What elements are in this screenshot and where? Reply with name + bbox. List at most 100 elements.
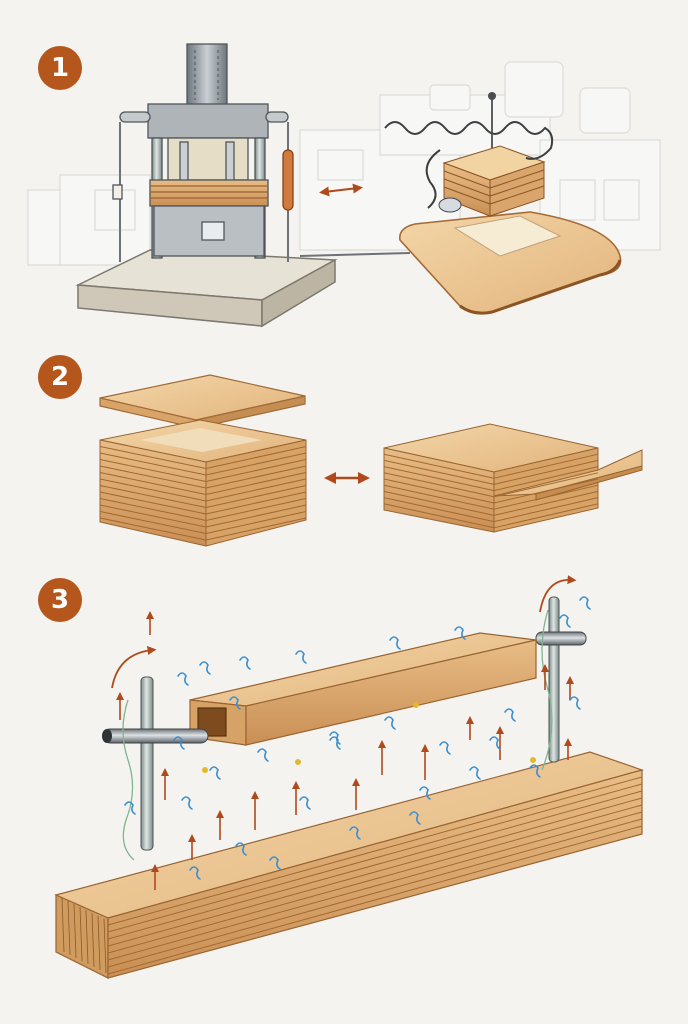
water-droplet bbox=[504, 708, 516, 722]
water-droplet bbox=[173, 736, 185, 750]
base-block-end-grain bbox=[61, 897, 107, 974]
veneer-layer-line bbox=[205, 491, 307, 515]
water-droplet bbox=[189, 866, 201, 880]
base-layer-line bbox=[107, 797, 643, 947]
end-grain-line bbox=[61, 897, 65, 953]
water-droplet bbox=[177, 672, 189, 686]
veneer-layer-line bbox=[493, 459, 599, 485]
base-block-layer-lines bbox=[107, 776, 643, 975]
veneer-layer-line bbox=[383, 466, 495, 492]
moisture-trail-right bbox=[541, 609, 553, 771]
veneer-layer-line bbox=[99, 491, 207, 515]
veneer-layer-line bbox=[99, 504, 207, 528]
floating-beam bbox=[189, 632, 537, 746]
end-grain-line bbox=[79, 906, 83, 962]
veneer-layer-line bbox=[99, 498, 207, 521]
panel-1-veneer-stack bbox=[442, 145, 546, 217]
veneer-layer-line bbox=[493, 478, 599, 504]
veneer-layer-line bbox=[205, 517, 307, 541]
water-droplet bbox=[329, 731, 341, 745]
veneer-layer-line bbox=[493, 484, 599, 510]
base-layer-line bbox=[107, 776, 643, 926]
water-droplet bbox=[209, 766, 221, 780]
veneer-layer-line bbox=[205, 459, 307, 482]
veneer-stack-left-lines bbox=[99, 446, 307, 541]
rod-right-horizontal bbox=[535, 631, 587, 646]
veneer-layer-line bbox=[383, 490, 495, 516]
water-droplet bbox=[579, 596, 591, 610]
panel-1-cable bbox=[384, 121, 554, 209]
veneer-layer-line bbox=[493, 466, 599, 492]
water-droplet bbox=[489, 736, 501, 750]
veneer-layer-line bbox=[493, 472, 599, 498]
base-layer-line bbox=[107, 783, 643, 933]
water-droplet bbox=[269, 856, 281, 870]
veneer-stack-right-lines bbox=[383, 453, 599, 529]
flow-arrow-right-top bbox=[539, 575, 577, 613]
water-droplet bbox=[349, 826, 361, 840]
veneer-layer-line bbox=[383, 459, 495, 485]
base-layer-line bbox=[107, 804, 643, 954]
veneer-layer-line bbox=[205, 511, 307, 534]
veneer-layer-line bbox=[383, 484, 495, 510]
rod-left-horizontal bbox=[102, 728, 209, 744]
water-droplet bbox=[529, 764, 541, 778]
veneer-layer-line bbox=[493, 497, 599, 523]
water-droplet bbox=[409, 811, 421, 825]
panel-1-probe-tip bbox=[488, 92, 496, 100]
transfer-double-arrow bbox=[319, 183, 363, 197]
panel-1-factory bbox=[27, 43, 661, 328]
panel-1-wood-board bbox=[398, 211, 622, 315]
end-grain-line bbox=[97, 915, 101, 971]
hydraulic-press bbox=[112, 43, 411, 262]
resin-dot bbox=[202, 767, 208, 773]
rod-left-end-cap bbox=[102, 729, 112, 743]
veneer-layer-line bbox=[493, 453, 599, 479]
water-droplet bbox=[389, 636, 401, 650]
veneer-stack-left bbox=[99, 419, 307, 547]
base-layer-line bbox=[107, 811, 643, 961]
panel-3-beam-treatment bbox=[54, 575, 645, 979]
step-2-badge: 2 bbox=[38, 355, 82, 399]
veneer-layer-line bbox=[383, 497, 495, 523]
veneer-layer-line bbox=[205, 485, 307, 508]
water-droplet bbox=[419, 786, 431, 800]
rod-left-vertical bbox=[140, 676, 154, 851]
veneer-layer-line bbox=[99, 517, 207, 541]
water-droplet bbox=[257, 748, 269, 762]
water-droplet bbox=[384, 716, 396, 730]
veneer-layer-line bbox=[205, 446, 307, 469]
laminated-base-block bbox=[54, 751, 645, 979]
water-droplet bbox=[439, 741, 451, 755]
veneer-layer-line bbox=[205, 504, 307, 528]
veneer-layer-line bbox=[99, 459, 207, 482]
water-droplet bbox=[235, 842, 247, 856]
water-droplet bbox=[229, 696, 241, 710]
veneer-layer-line bbox=[205, 465, 307, 489]
veneer-stack-right bbox=[383, 423, 643, 533]
veneer-layer-line bbox=[493, 503, 599, 529]
water-droplets bbox=[124, 596, 591, 880]
veneer-layer-line bbox=[99, 465, 207, 489]
panel-1-nozzle bbox=[438, 197, 462, 213]
water-droplet bbox=[454, 626, 466, 640]
rising-arrows bbox=[116, 611, 574, 890]
end-grain-line bbox=[91, 912, 95, 968]
veneer-layer-line bbox=[99, 478, 207, 502]
veneer-layer-line bbox=[205, 498, 307, 521]
veneer-layer-line bbox=[99, 452, 207, 476]
water-droplet bbox=[329, 736, 341, 750]
veneer-layer-line bbox=[205, 452, 307, 476]
veneer-layer-line bbox=[205, 478, 307, 502]
base-layer-line bbox=[107, 825, 643, 975]
veneer-layer-line bbox=[205, 472, 307, 495]
step-3-badge: 3 bbox=[38, 578, 82, 622]
water-droplet bbox=[199, 661, 211, 675]
water-droplet bbox=[559, 614, 571, 628]
veneer-layer-line bbox=[99, 511, 207, 534]
veneer-layer-line bbox=[383, 503, 495, 529]
water-droplet bbox=[124, 801, 136, 815]
end-grain-line bbox=[103, 918, 107, 974]
